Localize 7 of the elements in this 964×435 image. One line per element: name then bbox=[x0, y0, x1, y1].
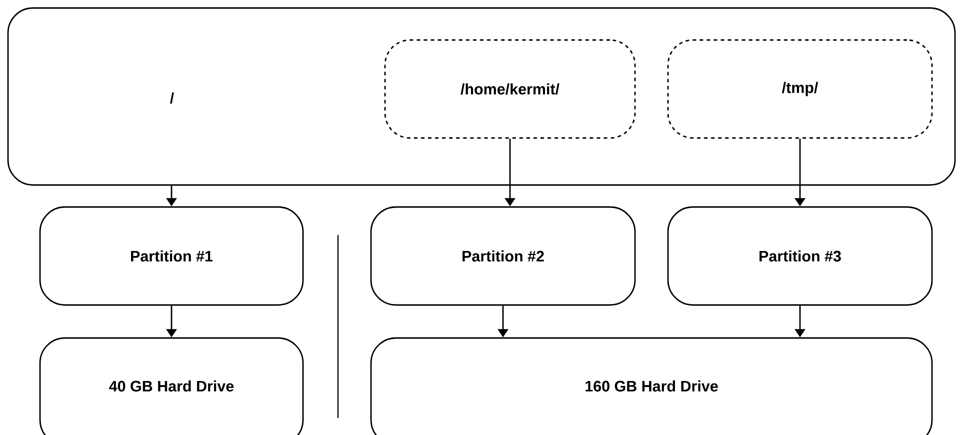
rounded-box: Partition #1 bbox=[39, 206, 304, 306]
rounded-box: Partition #2 bbox=[370, 206, 636, 306]
dashed-box: /tmp/ bbox=[667, 39, 933, 139]
rounded-box: Partition #3 bbox=[667, 206, 933, 306]
rounded-box: 160 GB Hard Drive bbox=[370, 337, 933, 435]
rounded-box: 40 GB Hard Drive bbox=[39, 337, 304, 435]
dashed-box: /home/kermit/ bbox=[384, 39, 636, 139]
